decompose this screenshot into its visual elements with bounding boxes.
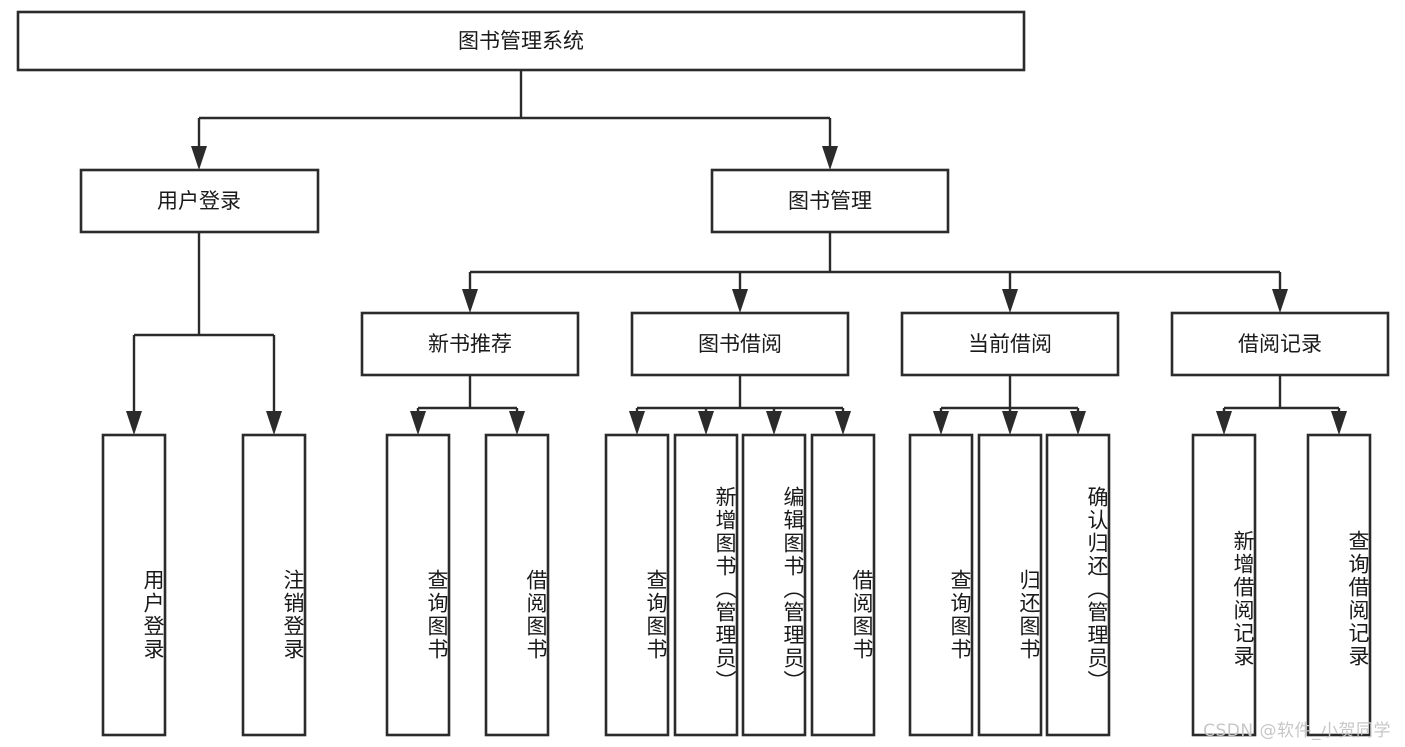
node-current-borrow-label: 当前借阅 (968, 332, 1052, 356)
arrow-cb-leaf1 (933, 411, 949, 435)
arrow-to-user-login (191, 146, 207, 170)
node-borrow-record-box[interactable] (1170, 311, 1390, 377)
node-leaf-borrow-book-rec-box[interactable] (484, 433, 550, 737)
arrow-nbr-leaf1 (410, 411, 426, 435)
node-leaf-user-login-box[interactable] (101, 433, 167, 737)
arrow-nbr-leaf2 (509, 411, 525, 435)
connector-group (126, 70, 1347, 435)
node-leaf-query-book-b-box[interactable] (604, 433, 670, 737)
node-leaf-query-record-box[interactable] (1306, 433, 1372, 737)
arrow-bb-leaf3 (766, 411, 782, 435)
node-leaf-add-book-box[interactable] (673, 433, 739, 737)
node-leaf-add-record-box[interactable] (1191, 433, 1257, 737)
arrow-to-new-book-rec (462, 289, 478, 313)
node-new-book-rec-label: 新书推荐 (428, 332, 512, 356)
arrow-to-current-borrow (1002, 289, 1018, 313)
arrow-bb-leaf4 (835, 411, 851, 435)
arrow-bb-leaf1 (629, 411, 645, 435)
node-group: 图书管理系统 用户登录 图书管理 新书推荐 图书借阅 当前借阅 借阅记录 (16, 10, 1390, 737)
node-book-borrow-label: 图书借阅 (698, 332, 782, 356)
node-user-login-label: 用户登录 (157, 189, 241, 213)
node-book-borrow-box[interactable] (630, 311, 850, 377)
node-root-box[interactable] (16, 10, 1026, 72)
arrow-to-leaf-user-login (126, 411, 142, 435)
node-leaf-query-book-rec-box[interactable] (385, 433, 451, 737)
node-book-manage-label: 图书管理 (788, 189, 872, 213)
arrow-br-leaf1 (1216, 411, 1232, 435)
node-user-login-box[interactable] (79, 168, 320, 234)
node-root-label: 图书管理系统 (458, 29, 584, 53)
arrow-to-leaf-logout (266, 411, 282, 435)
node-leaf-query-book-c-box[interactable] (908, 433, 974, 737)
watermark-label: CSDN @软件_小贺同学 (1203, 721, 1391, 741)
arrow-to-borrow-record (1272, 289, 1288, 313)
arrow-br-leaf2 (1331, 411, 1347, 435)
node-leaf-borrow-book-b-box[interactable] (810, 433, 876, 737)
arrow-to-book-manage (822, 146, 838, 170)
arrow-cb-leaf3 (1070, 411, 1086, 435)
arrow-bb-leaf2 (698, 411, 714, 435)
node-leaf-logout-box[interactable] (241, 433, 307, 737)
node-leaf-confirm-return-box[interactable] (1045, 433, 1111, 737)
node-current-borrow-box[interactable] (900, 311, 1120, 377)
arrow-cb-leaf2 (1002, 411, 1018, 435)
arrow-to-book-borrow (732, 289, 748, 313)
node-leaf-return-book-box[interactable] (977, 433, 1043, 737)
node-leaf-edit-book-box[interactable] (741, 433, 807, 737)
node-new-book-rec-box[interactable] (360, 311, 580, 377)
node-borrow-record-label: 借阅记录 (1238, 332, 1322, 356)
node-book-manage-box[interactable] (710, 168, 950, 234)
